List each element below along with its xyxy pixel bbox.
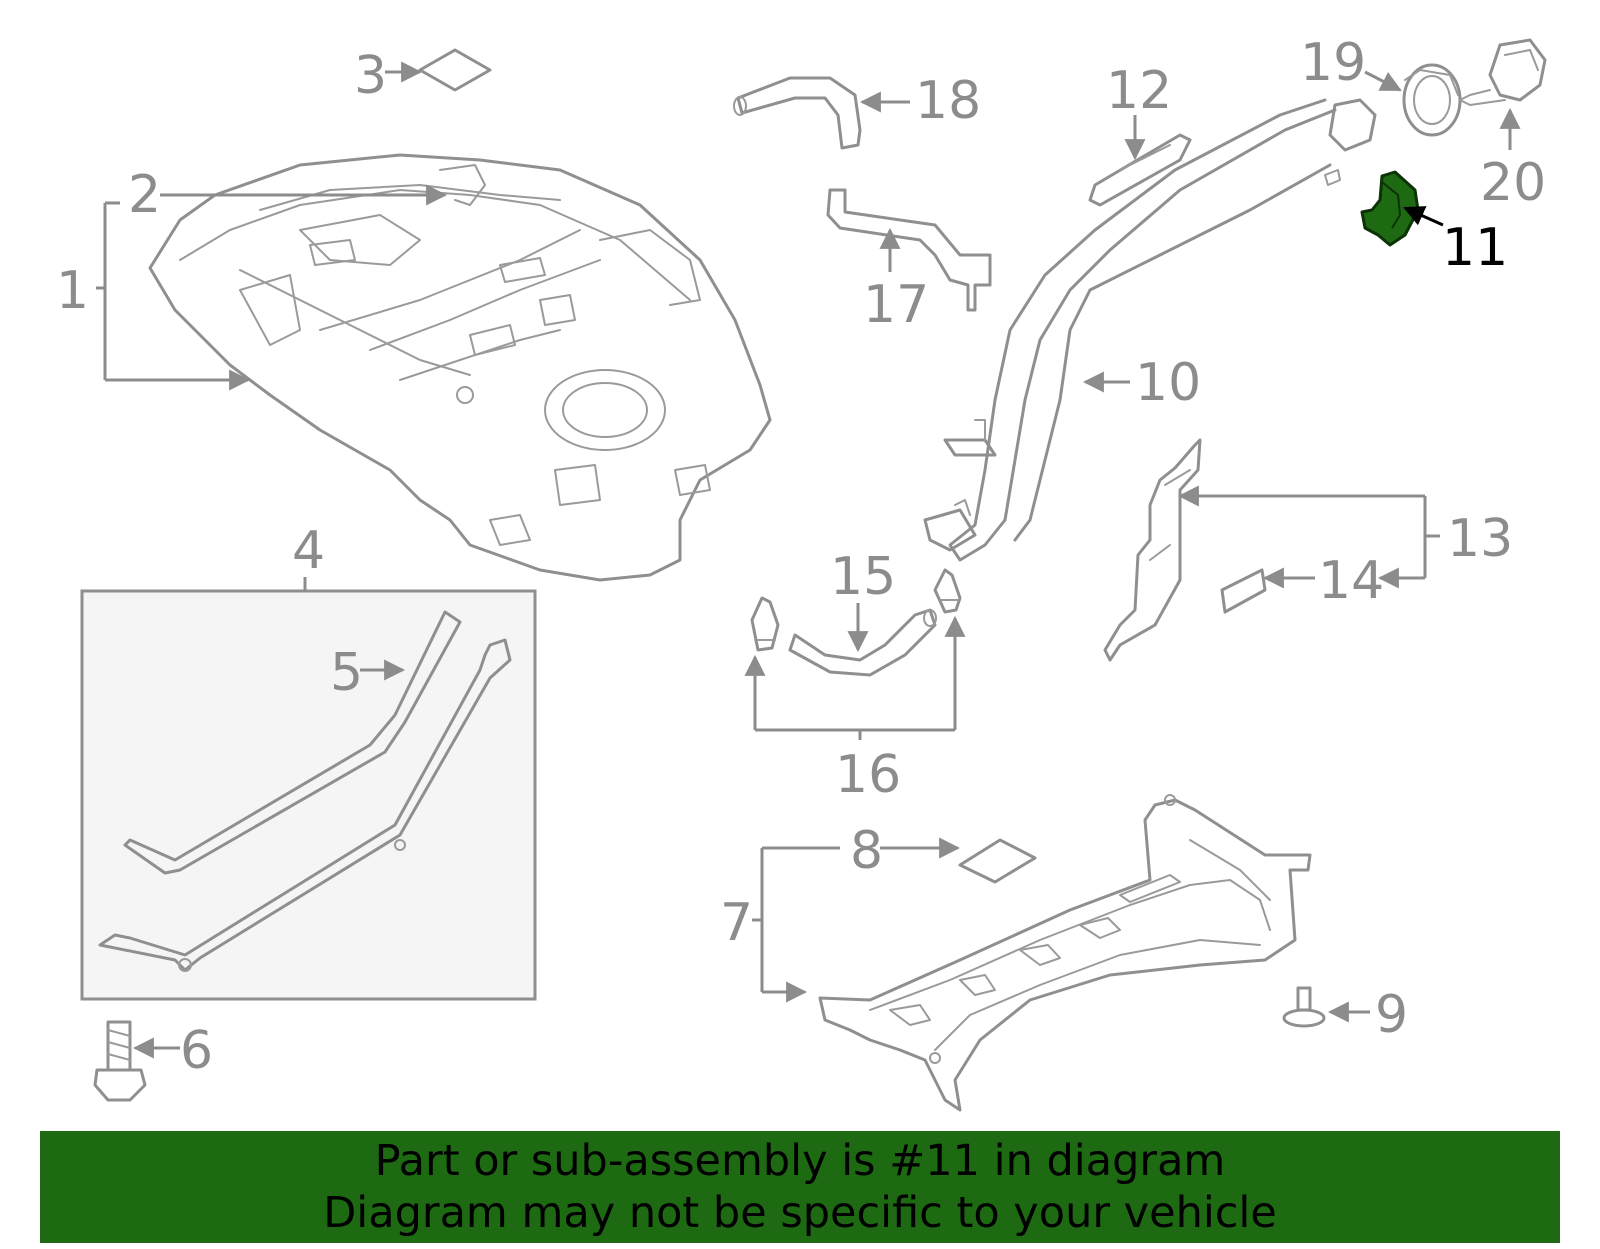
callout-10: 10	[1135, 353, 1201, 413]
callout-15: 15	[830, 547, 896, 607]
clip-part-9	[1282, 986, 1326, 1028]
bracket-part-11-highlighted	[1360, 170, 1420, 247]
pad-part-3	[418, 48, 492, 92]
leader-19	[1364, 70, 1402, 92]
strap-part-4	[98, 638, 512, 972]
leader-1	[96, 201, 248, 380]
strap-assembly-box	[80, 589, 537, 1001]
cap-part-20	[1459, 38, 1547, 106]
banner-line-1: Part or sub-assembly is #11 in diagram	[374, 1136, 1226, 1186]
ring-part-19	[1402, 63, 1462, 137]
leader-7	[752, 846, 840, 992]
callout-17: 17	[863, 275, 929, 335]
pad-part-8	[958, 838, 1037, 884]
callout-18: 18	[915, 71, 981, 131]
label-part-14	[1220, 568, 1267, 614]
leader-16	[753, 618, 957, 740]
callout-12: 12	[1106, 61, 1172, 121]
callout-19: 19	[1300, 33, 1366, 93]
under-cover-part-7	[818, 794, 1312, 1112]
hose-part-15	[788, 608, 937, 677]
clamp-part-16-left	[750, 596, 780, 652]
banner-line-2: Diagram may not be specific to your vehi…	[323, 1188, 1277, 1238]
callout-8: 8	[850, 821, 883, 881]
leader-11	[1403, 206, 1444, 227]
callout-14: 14	[1318, 551, 1384, 611]
strap-part-5	[123, 610, 462, 875]
filler-neck-part-10	[923, 98, 1377, 562]
callout-numbers: 1 2 3 4 5 6 7 8 9 10 11 12 13 14 15 16 1…	[56, 33, 1546, 1081]
info-banner: Part or sub-assembly is #11 in diagram D…	[40, 1131, 1560, 1243]
hose-part-18	[733, 76, 862, 150]
clamp-part-16-right	[933, 568, 962, 614]
callout-7: 7	[720, 893, 753, 953]
callout-2: 2	[128, 165, 161, 225]
heat-shield-part-13	[1103, 438, 1202, 662]
callout-20: 20	[1480, 153, 1546, 213]
callout-13: 13	[1447, 509, 1513, 569]
callout-9: 9	[1375, 985, 1408, 1045]
callout-4: 4	[292, 521, 325, 581]
callout-1: 1	[56, 261, 89, 321]
leader-lines	[96, 61, 1521, 1059]
fuel-tank-part	[148, 153, 772, 582]
leader-13	[1180, 494, 1440, 578]
callout-5: 5	[330, 643, 363, 703]
callout-3: 3	[354, 46, 387, 106]
callout-16: 16	[835, 745, 901, 805]
callout-11: 11	[1442, 218, 1508, 278]
bolt-part-6	[93, 1020, 147, 1102]
callout-6: 6	[180, 1021, 213, 1081]
